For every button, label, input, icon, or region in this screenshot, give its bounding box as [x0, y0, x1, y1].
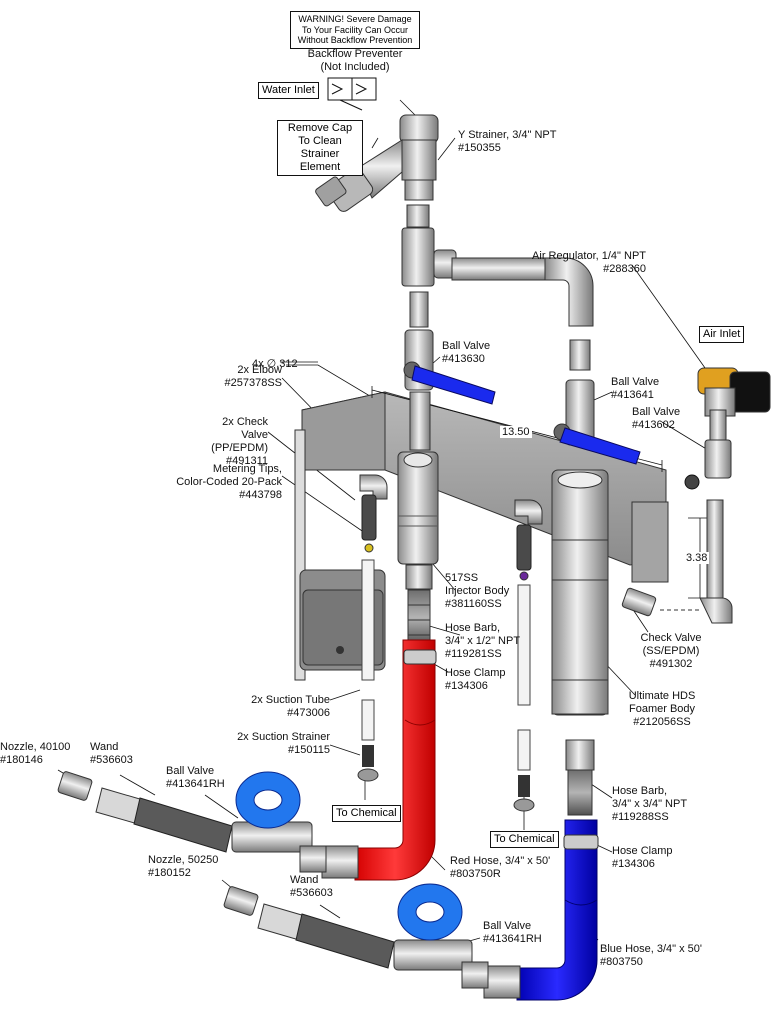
suction-tube-right — [517, 584, 531, 771]
label-hose-barb-119281: Hose Barb, 3/4" x 1/2" NPT #119281SS — [445, 622, 521, 660]
suction-strainer-right — [513, 775, 535, 812]
air-pipe — [433, 249, 594, 371]
label-suction-strainer: 2x Suction Strainer #150115 — [237, 731, 330, 756]
air-regulator — [697, 367, 771, 417]
foamer-body — [551, 469, 609, 716]
check-valve-ss — [621, 587, 657, 617]
backflow-symbol — [327, 77, 377, 111]
label-hose-barb-119288: Hose Barb, 3/4" x 3/4" NPT #119288SS — [612, 785, 688, 823]
nozzle-40100 — [57, 771, 93, 801]
air-inlet-box: Air Inlet — [699, 326, 745, 343]
label-y-strainer: Y Strainer, 3/4" NPT #150355 — [458, 129, 557, 154]
dim-width: 13.50 — [500, 426, 532, 438]
hose-barb-right — [565, 739, 595, 816]
y-strainer — [326, 114, 439, 212]
blue-hose — [483, 819, 599, 1001]
label-nozzle-40100: Nozzle, 40100 #180146 — [0, 741, 71, 766]
hose-barb-left — [405, 564, 433, 646]
air-line — [660, 409, 733, 624]
label-check-valve-ss: Check Valve (SS/EPDM) #491302 — [640, 632, 702, 670]
brass-cap — [315, 176, 347, 207]
label-elbow: 2x Elbow #257378SS — [224, 364, 283, 389]
label-red-hose: Red Hose, 3/4" x 50' — [450, 855, 551, 867]
remove-cap-box: Remove Cap To Clean Strainer Element — [277, 120, 363, 176]
label-ball-valve-413602: Ball Valve #413602 — [632, 406, 681, 431]
ball-valve-rh-2 — [393, 883, 489, 989]
ball-valve-413641 — [553, 379, 641, 465]
label-foamer: Ultimate HDS Foamer Body #212056SS — [628, 690, 696, 728]
vertical-nipples-upper — [401, 204, 435, 328]
label-hose-clamp-1: Hose Clamp #134306 — [445, 667, 506, 692]
label-blue-hose: Blue Hose, 3/4" x 50' — [600, 943, 703, 955]
label-ball-valve-rh-1: Ball Valve #413641RH — [166, 765, 225, 790]
label-red-hose-pn: #803750R — [450, 868, 501, 880]
suction-strainer-left — [357, 745, 379, 782]
label-wand-2: Wand #536603 — [290, 874, 333, 899]
water-inlet-box: Water Inlet — [258, 82, 319, 99]
ball-valve-rh-1 — [231, 771, 327, 873]
red-hose — [321, 639, 437, 881]
nozzle-50250 — [223, 886, 259, 916]
label-backflow: Backflow Preventer (Not Included) — [307, 48, 403, 73]
label-suction-tube: 2x Suction Tube #473006 — [251, 694, 330, 719]
label-nozzle-50250: Nozzle, 50250 #180152 — [148, 854, 219, 879]
label-ball-valve-413641: Ball Valve #413641 — [611, 376, 660, 401]
to-chemical-box-2: To Chemical — [490, 831, 559, 848]
ball-valve-413630 — [403, 329, 496, 451]
check-valve-left — [361, 494, 377, 553]
label-air-regulator: Air Regulator, 1/4" NPT #288360 — [532, 250, 646, 275]
label-metering-tips: Metering Tips, Color-Coded 20-Pack #4437… — [176, 463, 282, 501]
check-valve-right — [516, 524, 532, 581]
wand-2 — [257, 903, 395, 969]
dim-height: 3.38 — [684, 552, 710, 564]
label-ball-valve-rh-2: Ball Valve #413641RH — [483, 920, 542, 945]
label-blue-hose-pn: #803750 — [600, 956, 643, 968]
suction-tube-left — [361, 559, 375, 741]
label-holes: 4x ∅.312 — [252, 358, 298, 370]
to-chemical-box-1: To Chemical — [332, 805, 401, 822]
label-injector: 517SS Injector Body #381160SS — [445, 572, 510, 610]
label-wand-1: Wand #536603 — [90, 741, 133, 766]
warning-box: WARNING! Severe Damage To Your Facility … — [290, 11, 420, 49]
wand-1 — [95, 787, 233, 853]
injector-body — [397, 451, 439, 565]
label-ball-valve-413630: Ball Valve #413630 — [442, 340, 491, 365]
label-hose-clamp-2: Hose Clamp #134306 — [612, 845, 673, 870]
label-check-valve-pp: 2x Check Valve (PP/EPDM) #491311 — [211, 416, 268, 467]
elbow-right — [514, 499, 543, 525]
